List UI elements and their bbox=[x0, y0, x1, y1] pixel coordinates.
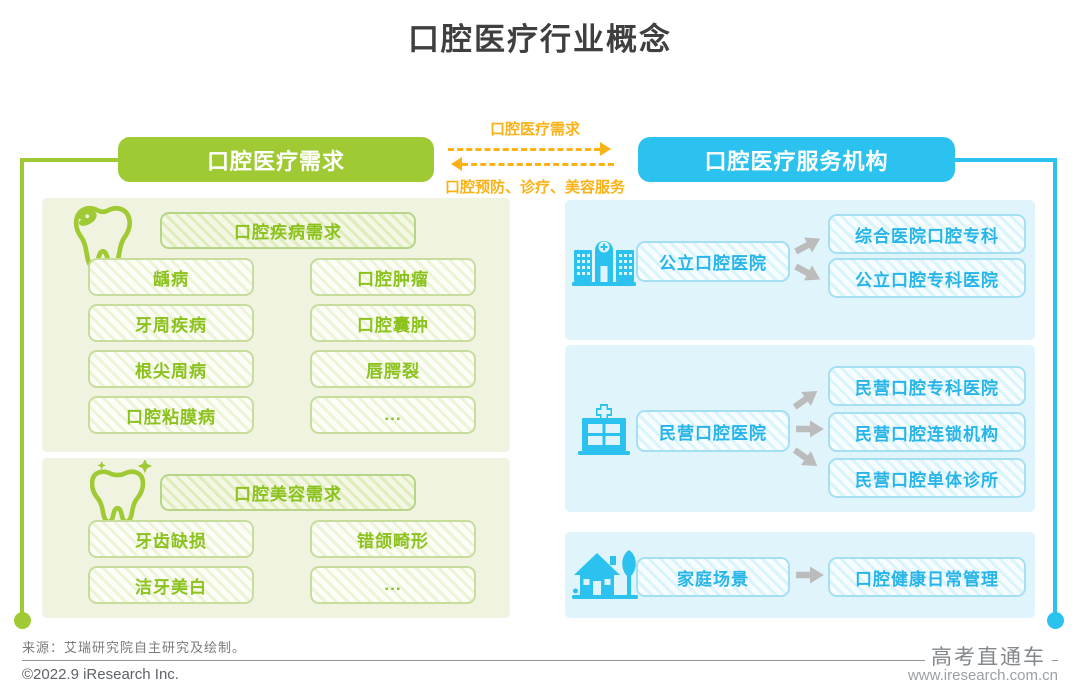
dashed-arrow-left bbox=[462, 163, 614, 166]
disease-item: 口腔粘膜病 bbox=[88, 396, 254, 434]
blue-connector-horizontal bbox=[953, 158, 1057, 162]
home-icon bbox=[572, 550, 638, 599]
section-header-disease: 口腔疾病需求 bbox=[160, 212, 416, 249]
gray-arrow-icon bbox=[796, 420, 824, 438]
green-connector-horizontal bbox=[20, 158, 120, 162]
disease-item: 龋病 bbox=[88, 258, 254, 296]
target-box: 综合医院口腔专科 bbox=[828, 214, 1026, 254]
watermark-label: 高考直通车 bbox=[925, 641, 1052, 671]
dashed-arrow-right bbox=[448, 148, 600, 151]
disease-item: 根尖周病 bbox=[88, 350, 254, 388]
target-box: 口腔健康日常管理 bbox=[828, 557, 1026, 597]
page-title: 口腔医疗行业概念 bbox=[408, 22, 672, 57]
source-note: 来源：艾瑞研究院自主研究及绘制。 bbox=[22, 640, 247, 655]
copyright-text: ©2022.9 iResearch Inc. bbox=[22, 666, 179, 683]
green-connector-vertical bbox=[20, 158, 24, 616]
gray-arrow-icon bbox=[792, 447, 818, 466]
gray-arrow-icon bbox=[794, 237, 821, 255]
target-box: 民营口腔专科医院 bbox=[828, 366, 1026, 406]
target-box: 民营口腔连锁机构 bbox=[828, 412, 1026, 452]
disease-item: 牙周疾病 bbox=[88, 304, 254, 342]
gray-arrow-icon bbox=[796, 566, 824, 584]
blue-connector-dot bbox=[1047, 612, 1064, 629]
arrowhead-right-icon bbox=[600, 142, 611, 156]
beauty-item: ... bbox=[310, 566, 476, 604]
beauty-item: 洁牙美白 bbox=[88, 566, 254, 604]
gray-arrow-icon bbox=[792, 391, 818, 410]
tooth-decay-icon bbox=[73, 206, 133, 268]
bottom-arrow-label: 口腔预防、诊疗、美容服务 bbox=[444, 179, 625, 196]
website-url: www.iresearch.com.cn bbox=[907, 667, 1058, 684]
source-box-private: 民营口腔医院 bbox=[636, 410, 790, 452]
tooth-sparkle-icon bbox=[90, 460, 153, 522]
section-header-beauty: 口腔美容需求 bbox=[160, 474, 416, 511]
green-connector-dot bbox=[14, 612, 31, 629]
beauty-item: 牙齿缺损 bbox=[88, 520, 254, 558]
blue-connector-vertical bbox=[1053, 158, 1057, 616]
target-box: 民营口腔单体诊所 bbox=[828, 458, 1026, 498]
demand-header-pill: 口腔医疗需求 bbox=[118, 137, 434, 182]
footer-divider bbox=[22, 660, 1058, 661]
private-hospital-icon bbox=[578, 404, 630, 455]
arrowhead-left-icon bbox=[451, 157, 462, 171]
target-box: 公立口腔专科医院 bbox=[828, 258, 1026, 298]
beauty-item: 错颌畸形 bbox=[310, 520, 476, 558]
disease-item: 唇腭裂 bbox=[310, 350, 476, 388]
source-box-public: 公立口腔医院 bbox=[636, 241, 790, 282]
disease-item: ... bbox=[310, 396, 476, 434]
disease-item: 口腔肿瘤 bbox=[310, 258, 476, 296]
top-arrow-label: 口腔医疗需求 bbox=[489, 121, 580, 138]
public-hospital-icon bbox=[572, 241, 636, 286]
gray-arrow-icon bbox=[794, 263, 821, 281]
source-box-home: 家庭场景 bbox=[636, 557, 790, 597]
provider-header-pill: 口腔医疗服务机构 bbox=[638, 137, 955, 182]
disease-item: 口腔囊肿 bbox=[310, 304, 476, 342]
